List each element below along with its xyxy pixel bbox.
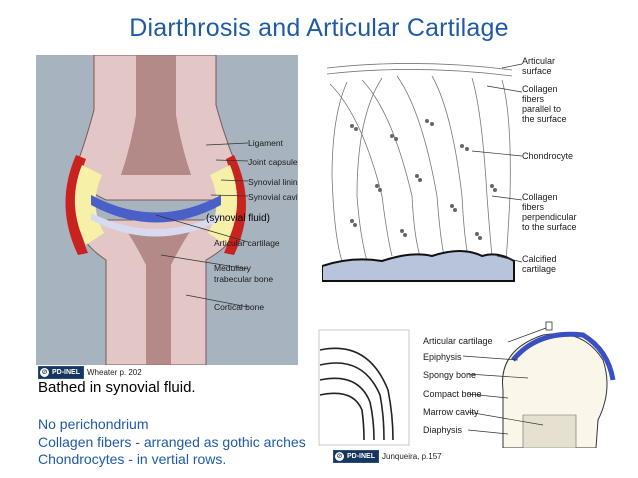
cartilage-fiber-diagram: Articular surface Collagen fibers parall…: [322, 56, 634, 292]
label-articular-cartilage: Articular cartilage: [214, 238, 280, 248]
note-line: Chondrocytes - in vertial rows.: [38, 451, 306, 469]
label-epiphysis: Epiphysis: [423, 352, 462, 362]
label-articular-surface: Articular: [522, 56, 555, 66]
note-line: No perichondrium: [38, 416, 306, 434]
license-badge: ⊘PD-INEL: [333, 450, 379, 463]
label-medullary: Medullary: [214, 263, 252, 273]
label-marrow-cavity: Marrow cavity: [423, 407, 479, 417]
label-synovial-fluid: (synovial fluid): [206, 213, 270, 224]
public-domain-icon: ⊘: [335, 452, 344, 461]
license-badge: ⊘PD-INEL: [38, 366, 84, 379]
bathed-text: Bathed in synovial fluid.: [38, 379, 196, 396]
bone-diagram: Articular cartilage Epiphysis Spongy bon…: [318, 320, 634, 448]
label-ligament: Ligament: [248, 138, 284, 148]
label-diaphysis: Diaphysis: [423, 425, 463, 435]
label-synovial-cavity: Synovial cavity: [248, 192, 298, 202]
joint-diagram: Ligament Joint capsule Synovial lining S…: [36, 55, 298, 365]
label-trabecular: trabecular bone: [214, 274, 273, 284]
credit-right: ⊘PD-INEL Junqueira, p.157: [333, 450, 442, 463]
credit-left: ⊘PD-INEL Wheater p. 202: [38, 366, 142, 379]
label-synovial-lining: Synovial lining: [248, 177, 298, 187]
label-chondrocyte: Chondrocyte: [522, 151, 573, 161]
label-compact-bone: Compact bone: [423, 389, 482, 399]
label-articular-surface-2: surface: [522, 66, 552, 76]
label-collagen-perpendicular-2: fibers: [522, 202, 545, 212]
label-calcified-cartilage-2: cartilage: [522, 264, 556, 274]
label-collagen-parallel: Collagen: [522, 84, 558, 94]
label-collagen-parallel-4: the surface: [522, 114, 567, 124]
page-title: Diarthrosis and Articular Cartilage: [0, 14, 638, 43]
label-spongy-bone: Spongy bone: [423, 370, 476, 380]
public-domain-icon: ⊘: [40, 368, 49, 377]
note-line: Collagen fibers - arranged as gothic arc…: [38, 434, 306, 452]
notes: No perichondrium Collagen fibers - arran…: [38, 416, 306, 469]
label-articular-cartilage-bone: Articular cartilage: [423, 336, 493, 346]
label-calcified-cartilage: Calcified: [522, 254, 557, 264]
label-collagen-perpendicular-3: perpendicular: [522, 212, 577, 222]
label-joint-capsule: Joint capsule: [248, 157, 298, 167]
label-cortical-bone: Cortical bone: [214, 302, 264, 312]
label-collagen-perpendicular: Collagen: [522, 192, 558, 202]
label-collagen-parallel-2: fibers: [522, 94, 545, 104]
label-collagen-perpendicular-4: to the surface: [522, 222, 577, 232]
label-collagen-parallel-3: parallel to: [522, 104, 561, 114]
